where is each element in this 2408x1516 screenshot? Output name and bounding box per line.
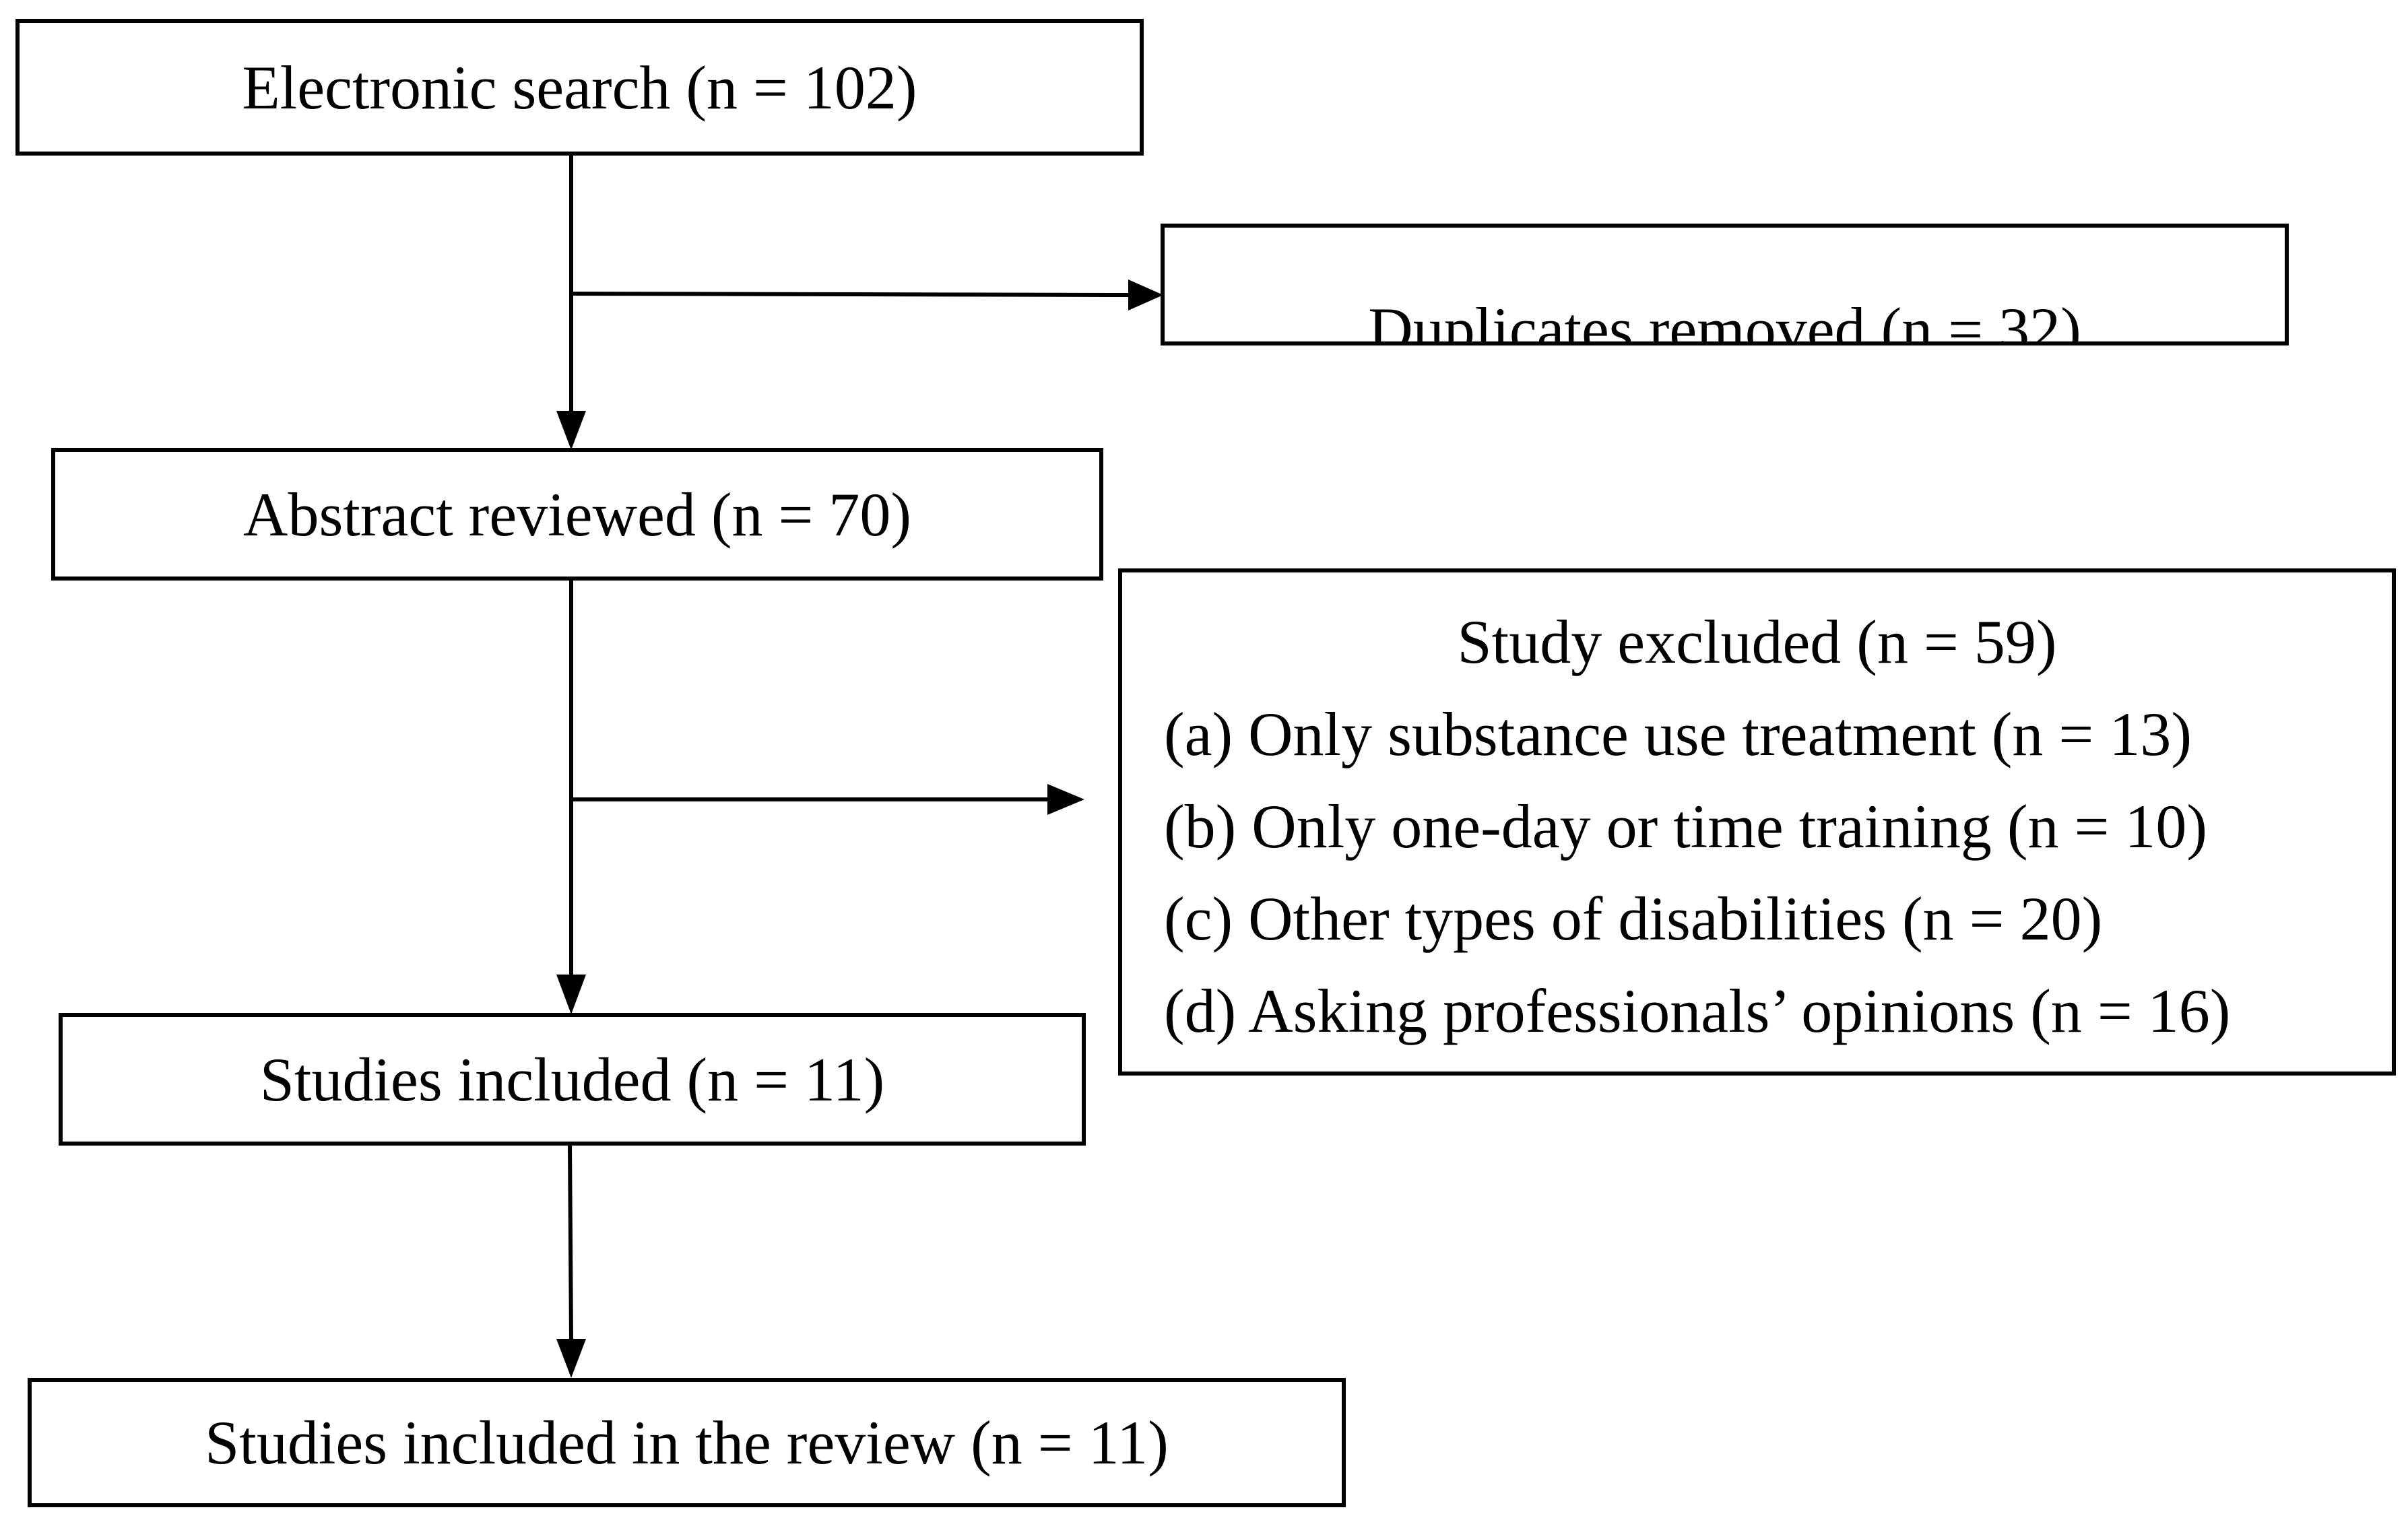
- exclusion-reason-a: (a) Only substance use treatment (n = 13…: [1164, 700, 2192, 768]
- studies-in-review-label: Studies included in the review (n = 11): [205, 1408, 1169, 1477]
- duplicates-removed-box: Duplicates removed (n = 32): [1161, 224, 2289, 345]
- arrowhead-included: [556, 975, 586, 1014]
- studies-included-label: Studies included (n = 11): [259, 1045, 885, 1114]
- abstract-reviewed-label: Abstract reviewed (n = 70): [243, 480, 911, 549]
- duplicates-removed-label: Duplicates removed (n = 32): [1368, 295, 2081, 345]
- studies-in-review-box: Studies included in the review (n = 11): [28, 1378, 1346, 1507]
- arrowhead-review: [556, 1339, 586, 1378]
- arrowhead-excluded: [1047, 784, 1084, 815]
- studies-included-box: Studies included (n = 11): [59, 1013, 1086, 1146]
- exclusion-reason-d: (d) Asking professionals’ opinions (n = …: [1164, 977, 2231, 1045]
- arrow-included-to-review: [568, 1145, 573, 1340]
- arrow-to-duplicates: [571, 292, 1129, 297]
- abstract-reviewed-box: Abstract reviewed (n = 70): [51, 448, 1103, 581]
- exclusion-reason-b: (b) Only one-day or time training (n = 1…: [1164, 792, 2208, 861]
- arrowhead-abstract: [556, 411, 586, 450]
- electronic-search-box: Electronic search (n = 102): [15, 19, 1144, 156]
- arrowhead-duplicates: [1128, 279, 1163, 310]
- exclusion-reason-c: (c) Other types of disabilities (n = 20): [1164, 884, 2103, 953]
- study-excluded-box: Study excluded (n = 59) (a) Only substan…: [1118, 568, 2396, 1076]
- electronic-search-label: Electronic search (n = 102): [242, 53, 917, 122]
- study-excluded-title: Study excluded (n = 59): [1457, 607, 2057, 676]
